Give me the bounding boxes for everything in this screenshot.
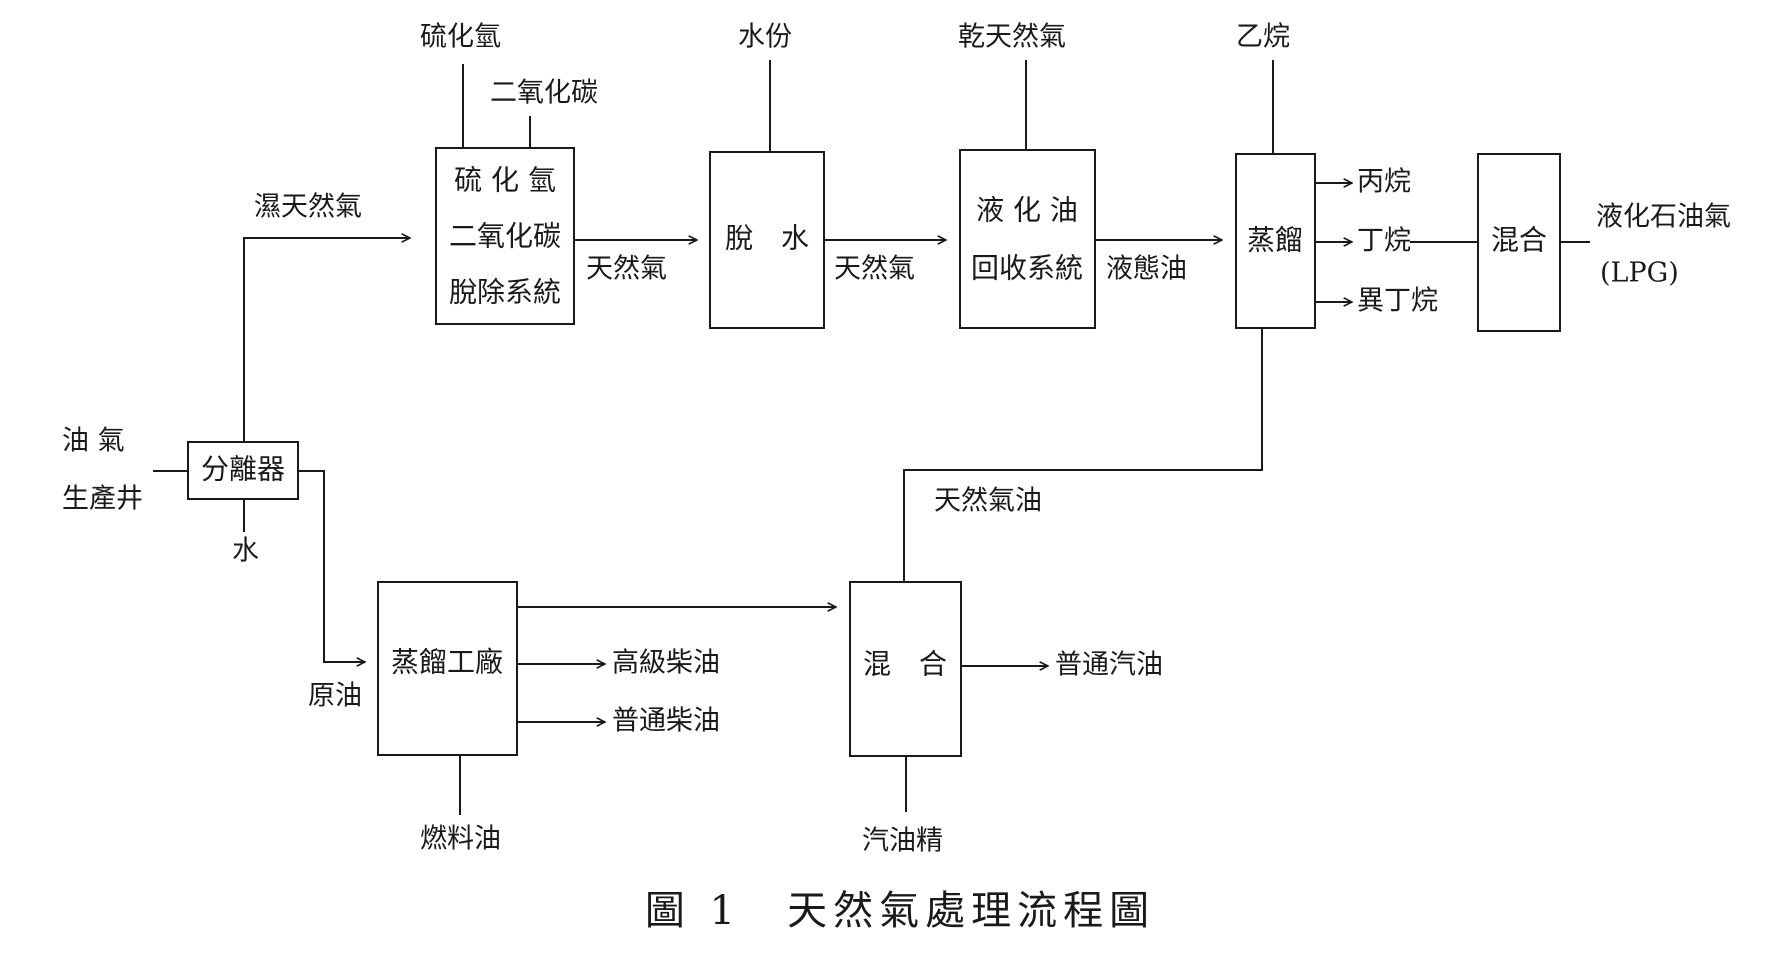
condensate-label: 天然氣油 (934, 486, 1042, 517)
fuel-oil-label: 燃料油 (420, 824, 501, 855)
sour-removal-label-line1: 硫 化 氫 (454, 164, 556, 197)
butane-label: 丁烷 (1357, 226, 1411, 257)
isobutane-label: 異丁烷 (1357, 286, 1438, 317)
regular-diesel-label: 普通柴油 (612, 706, 720, 737)
ngl-recovery-label-line1: 液 化 油 (976, 194, 1078, 227)
dehydration-label: 脫 水 (725, 222, 809, 255)
well-label-line1: 油 氣 (62, 426, 125, 457)
figure-caption: 圖 1 天然氣處理流程圖 (645, 888, 1155, 934)
co2-label: 二氧化碳 (490, 78, 598, 109)
natural-gas-label-2: 天然氣 (834, 254, 915, 285)
condensate-line (903, 328, 1263, 582)
natural-gas-label-1: 天然氣 (586, 254, 667, 285)
regular-gasoline-label: 普通汽油 (1055, 650, 1163, 681)
propane-label: 丙烷 (1357, 167, 1411, 198)
h2s-label: 硫化氫 (420, 22, 501, 53)
sour-removal-label-line2: 二氧化碳 (449, 220, 561, 253)
lpg-mixing-label: 混合 (1491, 224, 1547, 257)
sour-removal-label-line3: 脫除系統 (449, 276, 561, 309)
liquid-oil-label: 液態油 (1106, 254, 1187, 285)
lpg-mixing-box (1477, 153, 1561, 332)
dehydration-box (709, 151, 825, 329)
naphtha-label: 汽油精 (862, 826, 943, 857)
ngl-recovery-label-line2: 回收系統 (971, 252, 1083, 285)
fractionation-label: 蒸餾 (1247, 224, 1303, 257)
refinery-box (377, 581, 518, 756)
water-bottom-label: 水 (232, 536, 259, 567)
wet-gas-line (243, 238, 410, 442)
refinery-label: 蒸餾工廠 (391, 646, 503, 679)
wet-gas-label: 濕天然氣 (254, 192, 362, 223)
sour-gas-removal-box (435, 147, 575, 325)
crude-oil-label: 原油 (308, 681, 362, 712)
lpg-abbr-label: (LPG) (1600, 258, 1679, 289)
well-label-line2: 生產井 (62, 484, 143, 515)
premium-diesel-label: 高級柴油 (612, 648, 720, 679)
separator-label: 分離器 (201, 453, 285, 486)
gasoline-mixing-label: 混 合 (863, 648, 947, 681)
lpg-label: 液化石油氣 (1596, 202, 1731, 233)
dry-gas-label: 乾天然氣 (958, 22, 1066, 53)
ngl-recovery-box (959, 149, 1096, 329)
ethane-label: 乙烷 (1236, 22, 1290, 53)
crude-oil-line (298, 470, 365, 662)
water-out-label: 水份 (738, 22, 792, 53)
